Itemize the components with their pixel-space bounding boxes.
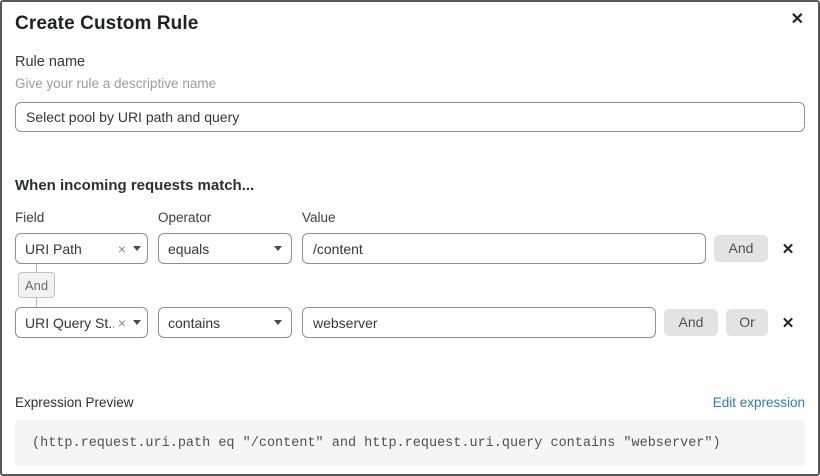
operator-select[interactable]: contains: [158, 307, 292, 338]
remove-condition-icon[interactable]: ✕: [779, 314, 797, 332]
chevron-down-icon: [274, 320, 282, 325]
field-select-value: URI Query St...: [25, 314, 114, 331]
operator-select-value: equals: [168, 240, 210, 257]
clear-icon[interactable]: ×: [117, 240, 126, 257]
dialog-title: Create Custom Rule: [15, 13, 199, 34]
condition-column-labels: Field Operator Value: [15, 210, 805, 225]
chevron-down-icon: [133, 320, 141, 325]
chevron-down-icon: [133, 246, 141, 251]
rule-name-hint: Give your rule a descriptive name: [15, 76, 217, 91]
rule-name-input[interactable]: [15, 102, 805, 132]
operator-select[interactable]: equals: [158, 233, 292, 264]
add-and-condition-button[interactable]: And: [664, 309, 718, 336]
value-input[interactable]: [302, 233, 706, 264]
field-column-label: Field: [15, 210, 45, 225]
clear-icon[interactable]: ×: [117, 314, 126, 331]
condition-row: URI Path × equals And ✕: [15, 233, 805, 264]
field-select[interactable]: URI Query St... ×: [15, 307, 148, 338]
operator-select-value: contains: [168, 314, 221, 331]
expression-code: (http.request.uri.path eq "/content" and…: [32, 435, 721, 451]
field-select-value: URI Path: [25, 240, 82, 257]
add-or-condition-button[interactable]: Or: [726, 309, 768, 336]
expression-code-block: (http.request.uri.path eq "/content" and…: [15, 420, 805, 466]
expression-preview-label: Expression Preview: [15, 395, 134, 410]
match-heading: When incoming requests match...: [15, 177, 255, 194]
rule-name-label: Rule name: [15, 54, 86, 70]
value-input[interactable]: [302, 307, 656, 338]
field-select[interactable]: URI Path ×: [15, 233, 148, 264]
edit-expression-link[interactable]: Edit expression: [712, 395, 805, 410]
condition-row: URI Query St... × contains And Or ✕: [15, 307, 805, 338]
and-connector-badge: And: [18, 272, 55, 298]
value-column-label: Value: [302, 210, 336, 225]
condition-connector: And: [18, 264, 55, 307]
chevron-down-icon: [274, 246, 282, 251]
operator-column-label: Operator: [158, 210, 212, 225]
add-and-condition-button[interactable]: And: [714, 235, 768, 262]
remove-condition-icon[interactable]: ✕: [779, 240, 797, 258]
close-icon[interactable]: ✕: [787, 8, 808, 32]
expression-preview-header: Expression Preview Edit expression: [15, 395, 805, 411]
